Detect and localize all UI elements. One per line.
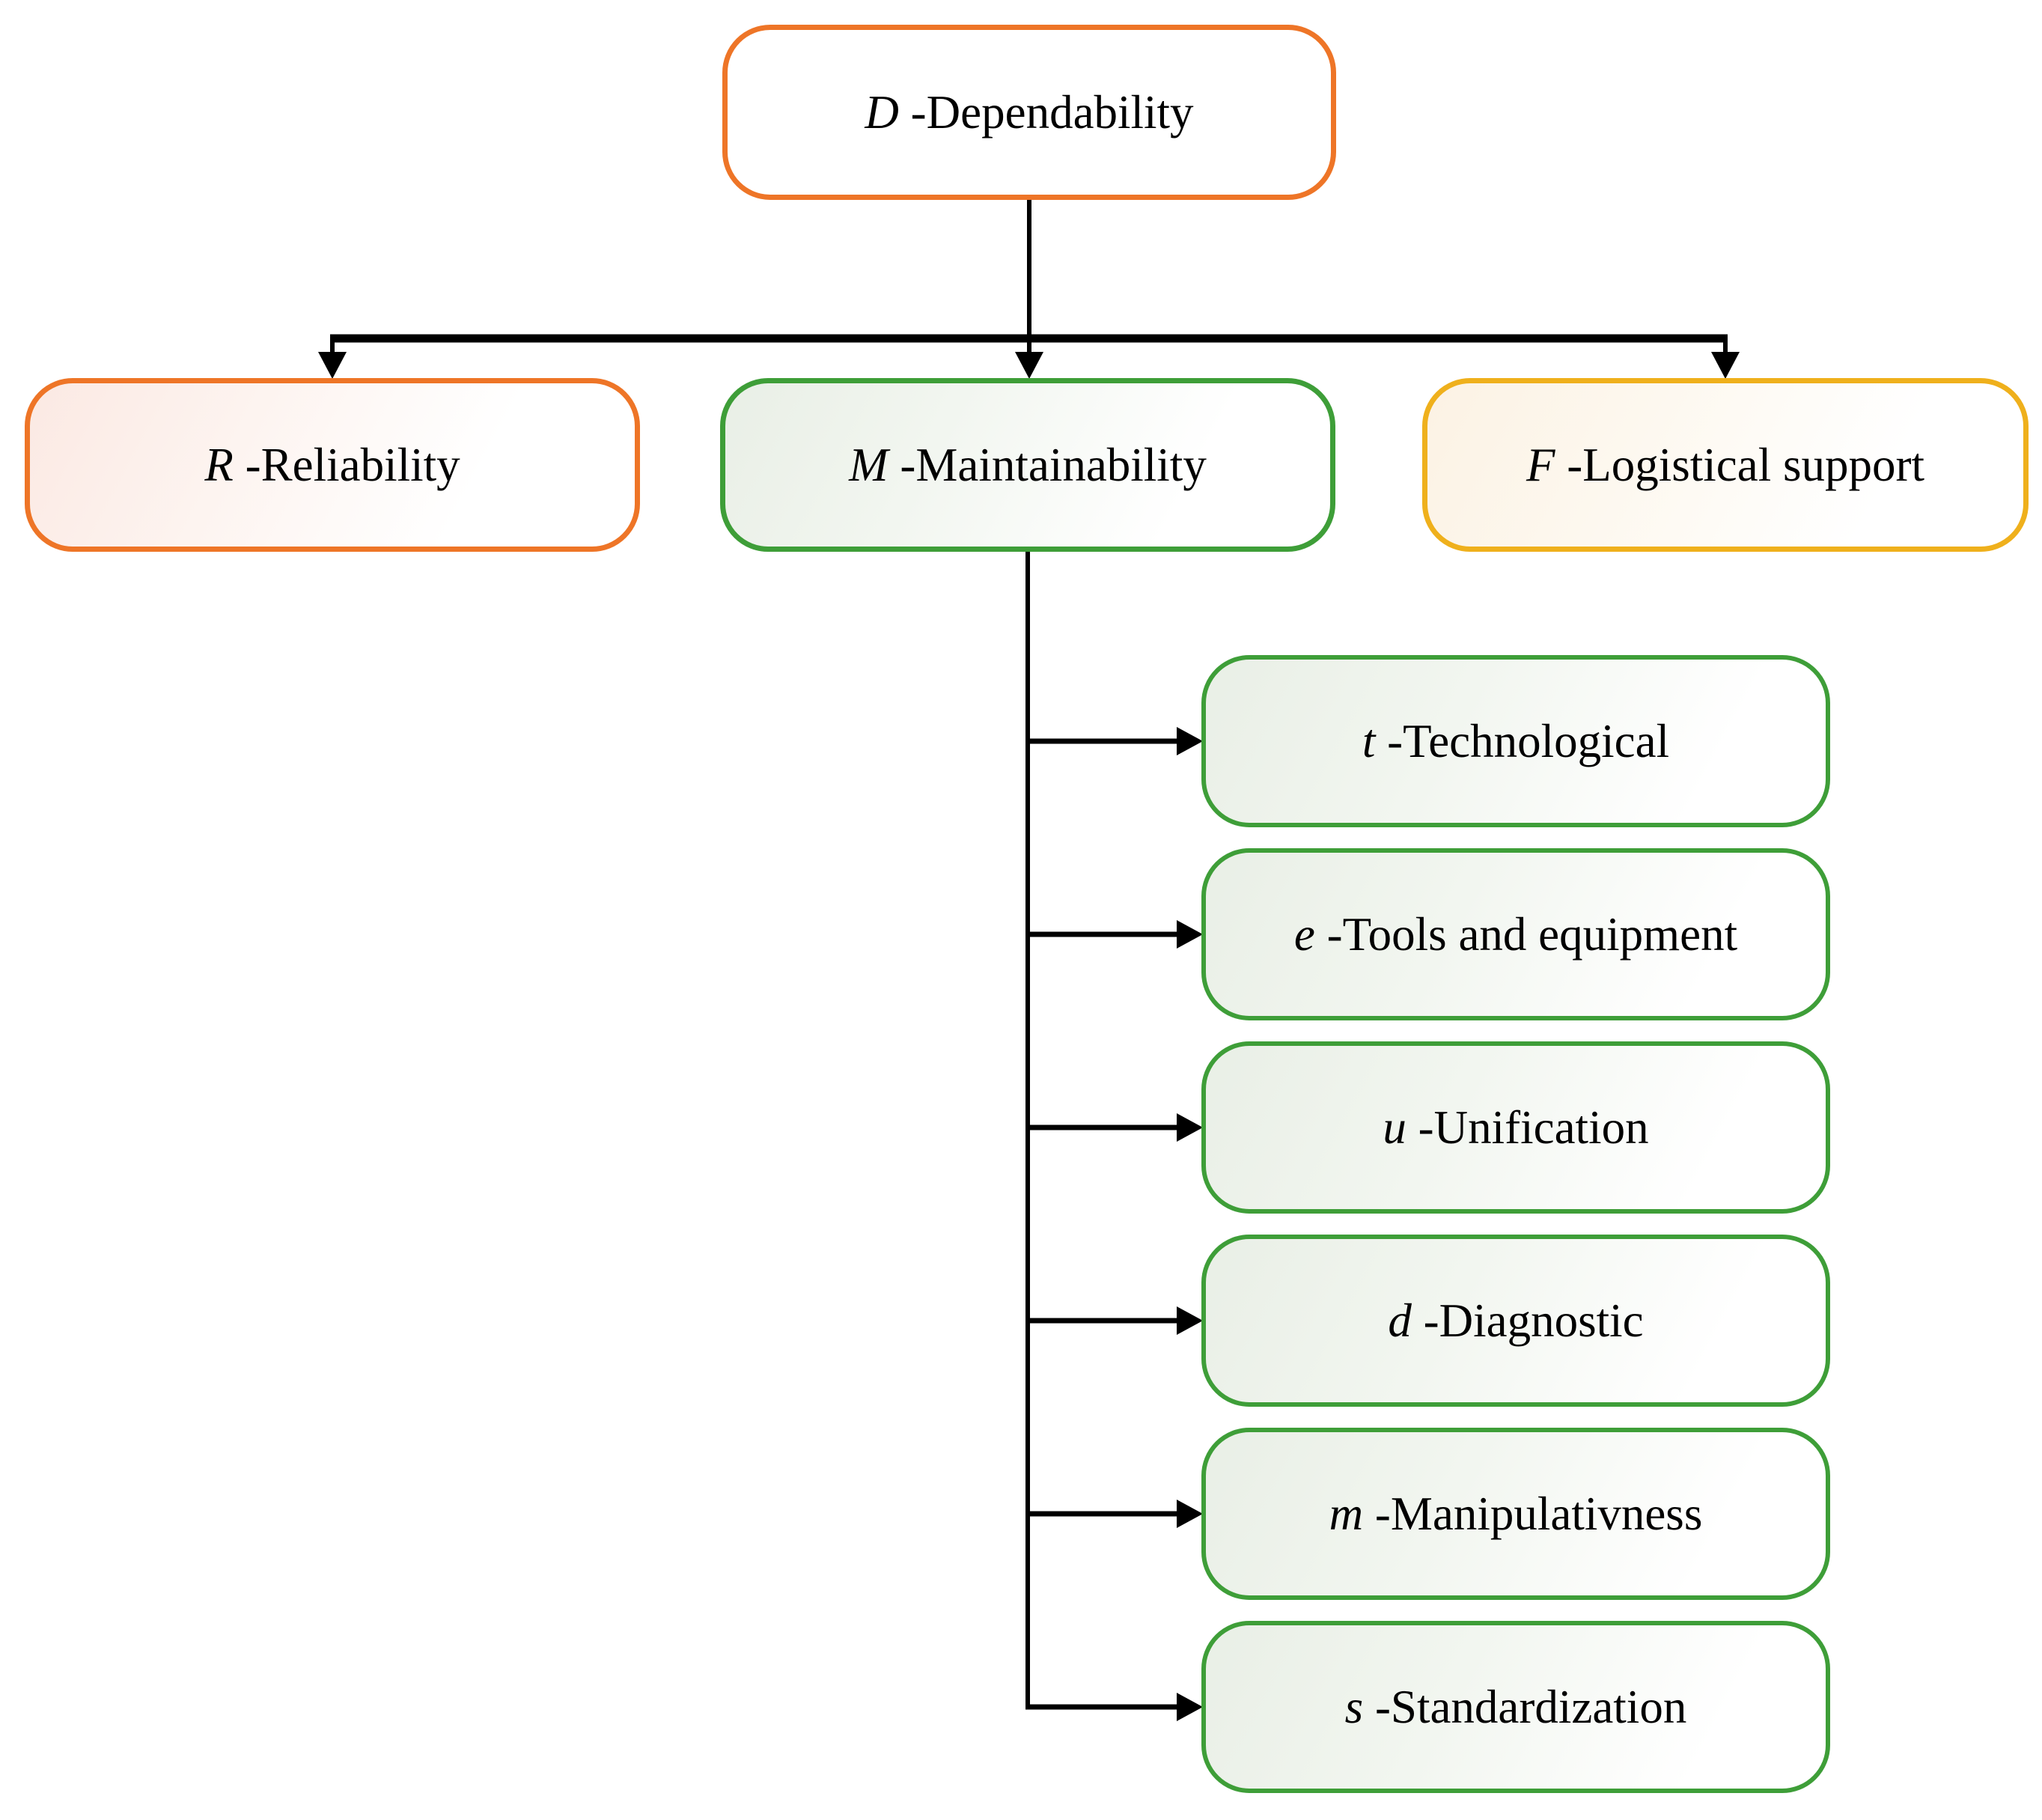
node-standardization: s -Standardization [1201,1621,1830,1793]
node-maintainability: M -Maintainability [720,378,1335,552]
node-label: -Reliability [233,438,460,491]
node-dependability: D -Dependability [722,25,1336,200]
node-symbol: d [1388,1294,1412,1347]
node-unification: u -Unification [1201,1041,1830,1214]
arrow-to-manipulativness-icon [1177,1500,1203,1528]
arrow-to-diagnostic-icon [1177,1306,1203,1335]
node-label: -Standardization [1363,1680,1687,1733]
node-label: -Diagnostic [1411,1294,1644,1347]
node-manipulativness: m -Manipulativness [1201,1428,1830,1600]
node-label: -Manipulativness [1363,1487,1703,1540]
node-label: -Tools and equipment [1314,907,1738,961]
node-symbol: s [1344,1680,1364,1733]
node-symbol: e [1293,907,1315,961]
arrow-to-unification-icon [1177,1113,1203,1142]
arrow-to-technological-icon [1177,727,1203,755]
arrow-to-tools-icon [1177,920,1203,949]
node-diagnostic: d -Diagnostic [1201,1235,1830,1407]
node-reliability: R -Reliability [25,378,640,552]
node-logistical-support: F -Logistical support [1422,378,2029,552]
node-symbol: m [1329,1487,1364,1540]
node-symbol: D [865,85,899,139]
node-tools-and-equipment: e -Tools and equipment [1201,848,1830,1020]
node-label: -Technological [1375,714,1670,767]
node-symbol: R [204,438,234,491]
node-label: -Logistical support [1555,438,1924,491]
arrow-to-standardization-icon [1177,1693,1203,1721]
node-symbol: u [1383,1101,1406,1154]
node-symbol: t [1362,714,1376,767]
node-label: -Unification [1406,1101,1649,1154]
arrow-to-reliability-icon [318,352,347,379]
arrow-to-logistical-icon [1711,352,1740,379]
node-label: -Dependability [898,85,1194,139]
node-technological: t -Technological [1201,655,1830,827]
node-label: -Maintainability [888,438,1207,491]
node-symbol: M [849,438,889,491]
arrow-to-maintainability-icon [1015,352,1043,379]
node-symbol: F [1526,438,1555,491]
